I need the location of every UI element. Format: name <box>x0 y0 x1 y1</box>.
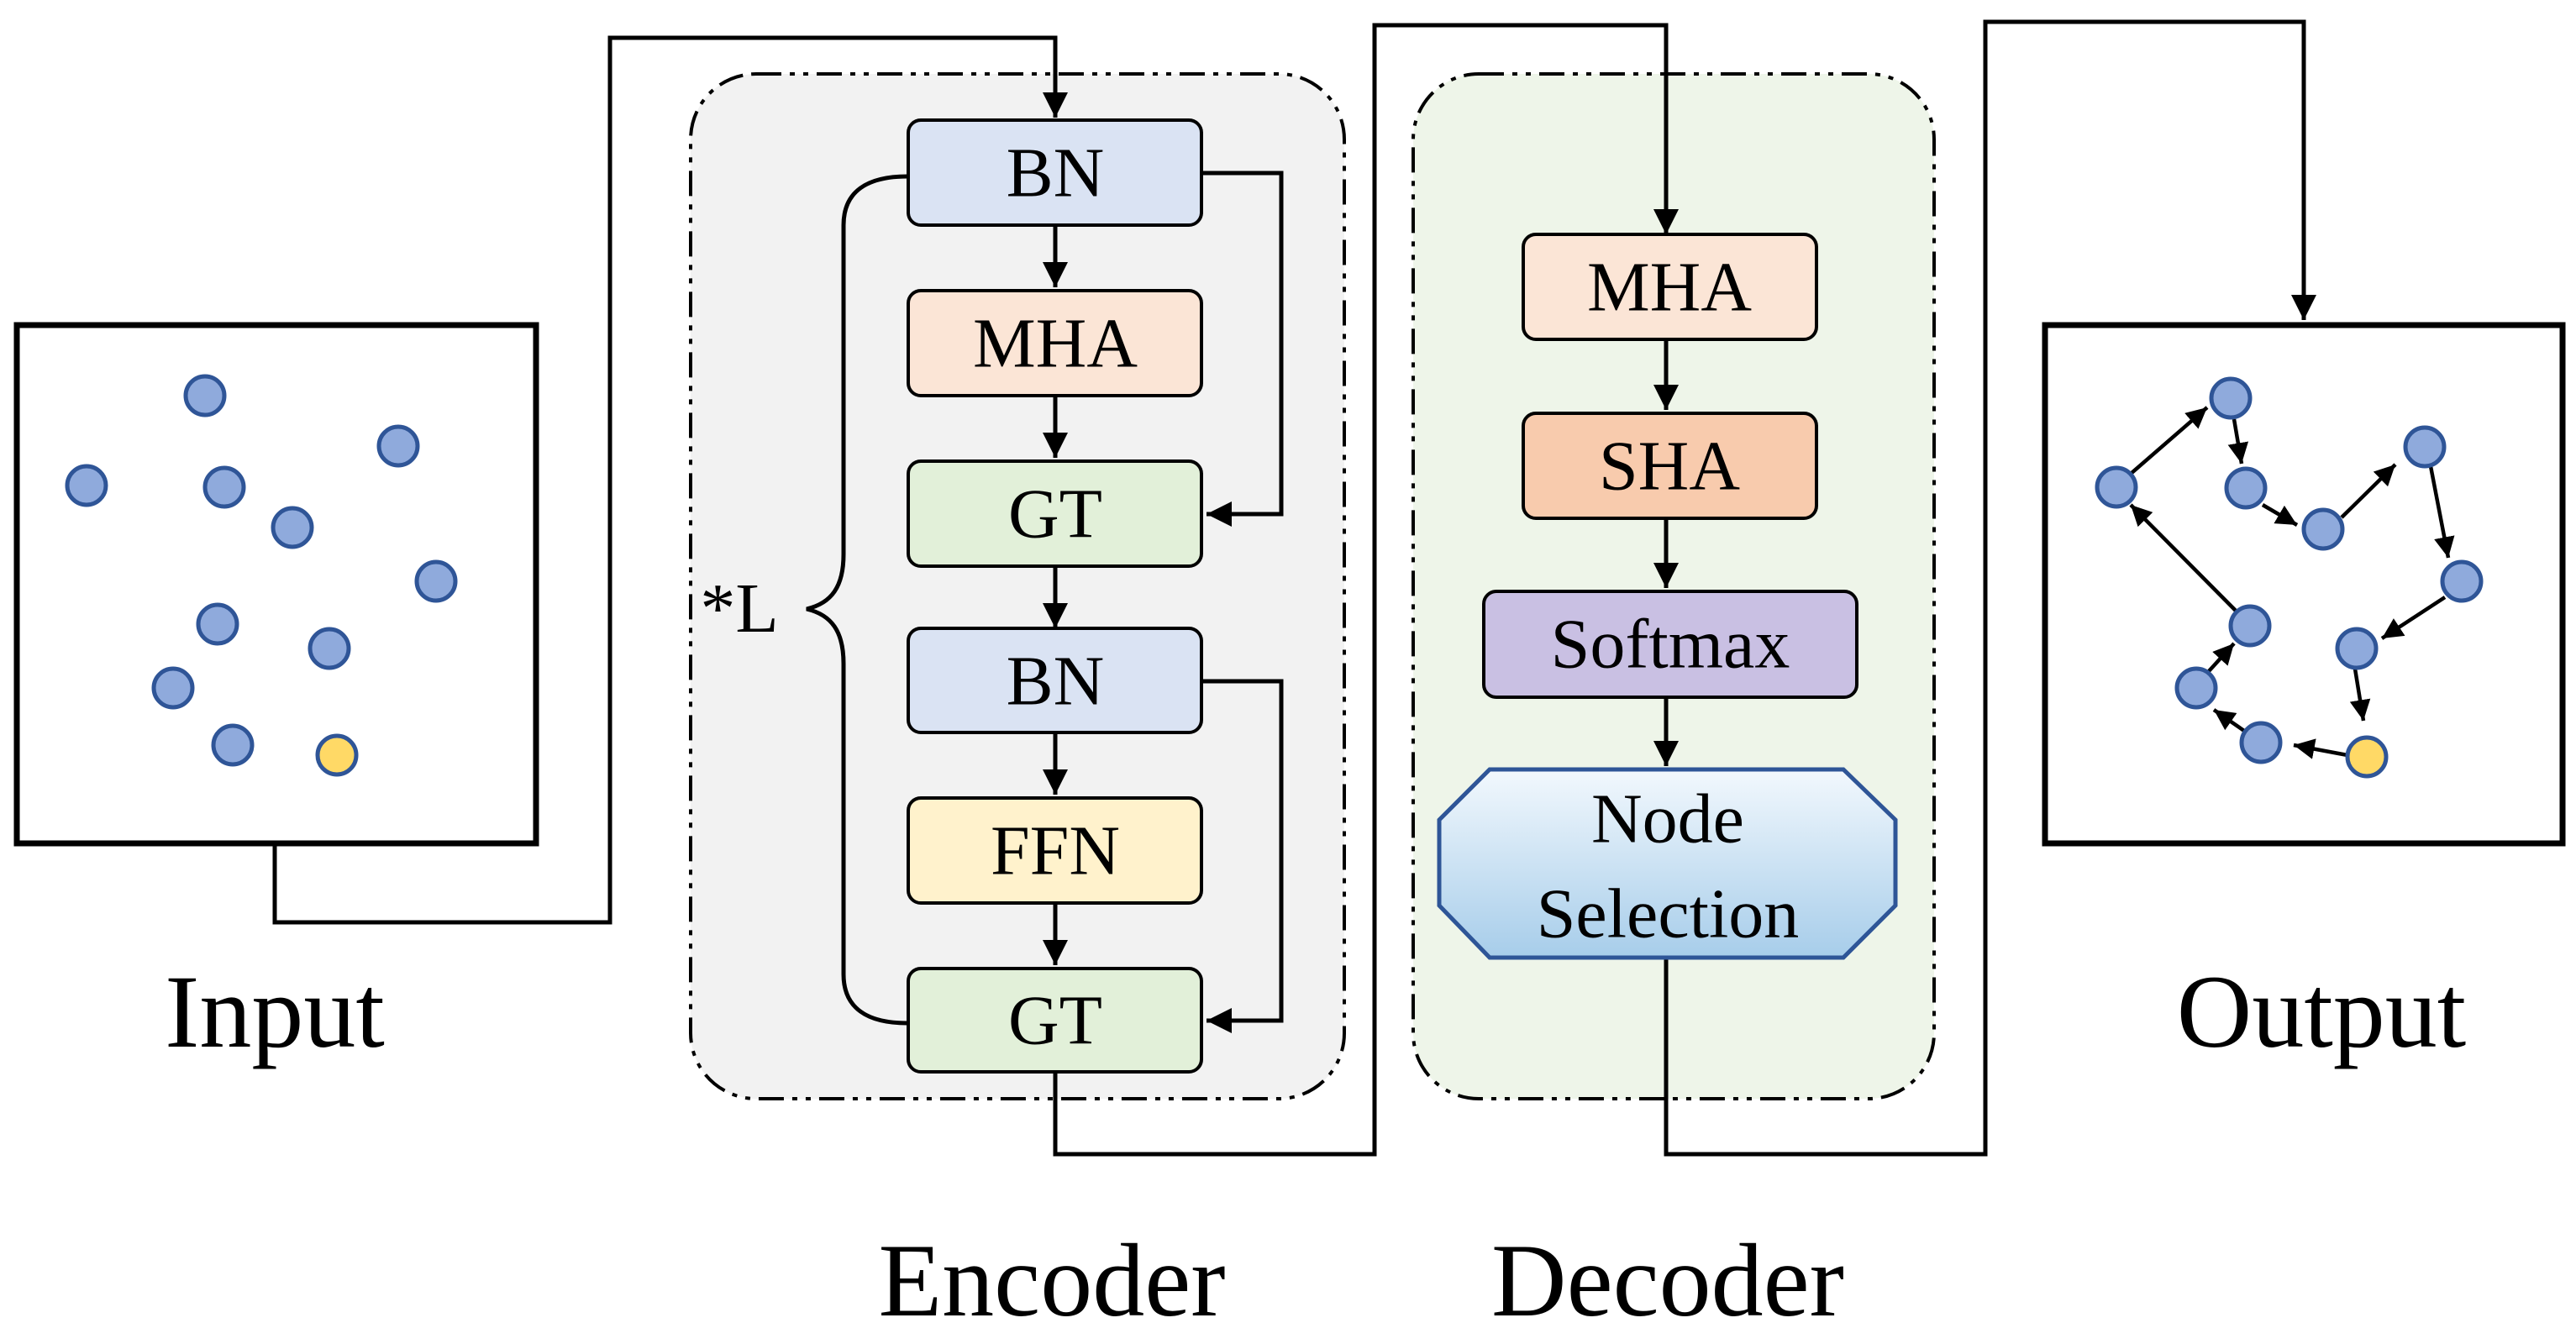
repeat-brace <box>806 174 908 1026</box>
encoder-ffn-label: FFN <box>991 812 1120 890</box>
output-node <box>2440 559 2484 603</box>
output-node <box>2209 376 2253 420</box>
tour-edge <box>2207 642 2236 673</box>
output-node <box>2335 627 2379 670</box>
input-node <box>211 723 255 767</box>
output-depot-node <box>2345 735 2389 779</box>
decoder-softmax-label: Softmax <box>1551 606 1790 684</box>
encoder-bn1-block: BN <box>907 118 1203 227</box>
input-nodes <box>65 374 458 777</box>
encoder-ffn-block: FFN <box>907 796 1203 905</box>
input-depot-node <box>315 733 359 777</box>
tour-edge <box>2380 596 2447 640</box>
tour-edge <box>2293 738 2348 759</box>
output-node <box>2224 466 2268 510</box>
tour-edge <box>2340 463 2397 519</box>
tour-edge <box>2428 465 2455 559</box>
input-node <box>202 465 246 509</box>
output-caption: Output <box>2177 954 2466 1069</box>
encoder-bn1-label: BN <box>1007 134 1105 213</box>
input-node <box>376 424 420 468</box>
input-caption: Input <box>165 954 385 1069</box>
output-node <box>2301 507 2345 551</box>
decoder-caption: Decoder <box>1491 1223 1844 1338</box>
output-node <box>2095 465 2138 509</box>
tour-edge <box>2261 503 2299 527</box>
output-tour-edges <box>2129 406 2455 759</box>
tour-edge <box>2227 418 2249 465</box>
output-node <box>2239 721 2283 764</box>
encoder-mha-label: MHA <box>973 305 1138 383</box>
input-box <box>13 322 539 847</box>
input-node <box>271 506 314 549</box>
decoder-sha-block: SHA <box>1522 412 1818 520</box>
output-node <box>2174 666 2218 710</box>
input-node <box>308 627 351 670</box>
encoder-bn2-block: BN <box>907 627 1203 734</box>
input-node <box>183 374 227 417</box>
encoder-caption: Encoder <box>878 1223 1225 1338</box>
input-node <box>151 666 195 710</box>
decoder-sha-label: SHA <box>1599 428 1740 506</box>
node-selection-label-line1: Node <box>1591 780 1744 858</box>
tour-edge <box>2349 663 2371 722</box>
input-node <box>196 602 239 646</box>
encoder-to-decoder-connector <box>1053 23 1679 1157</box>
residual-bn2-to-gt2 <box>1201 679 1284 1033</box>
tour-edge <box>2212 708 2246 732</box>
tour-edge <box>2129 503 2237 612</box>
encoder-panel <box>689 72 1346 1100</box>
output-node <box>2403 425 2447 469</box>
decoder-mha-label: MHA <box>1587 249 1752 327</box>
node-selection-block: Node Selection <box>1437 767 1898 960</box>
encoder-gt2-block: GT <box>907 967 1203 1074</box>
input-to-encoder-connector <box>272 35 1068 925</box>
decoder-mha-block: MHA <box>1522 233 1818 341</box>
tour-edge <box>2129 406 2209 475</box>
encoder-gt1-label: GT <box>1008 475 1102 554</box>
node-selection-label-line2: Selection <box>1537 875 1800 953</box>
input-node <box>65 464 108 507</box>
input-node <box>414 559 458 603</box>
decoder-to-output-connector <box>1664 19 2316 1157</box>
encoder-gt1-block: GT <box>907 459 1203 568</box>
output-box <box>2042 322 2566 847</box>
output-nodes <box>2095 376 2484 779</box>
encoder-bn2-label: BN <box>1007 643 1105 721</box>
repeat-label: *L <box>700 570 778 648</box>
encoder-gt2-label: GT <box>1008 982 1102 1060</box>
residual-bn1-to-gt1 <box>1201 171 1284 527</box>
encoder-mha-block: MHA <box>907 289 1203 397</box>
decoder-softmax-block: Softmax <box>1482 590 1858 699</box>
output-node <box>2228 604 2272 648</box>
